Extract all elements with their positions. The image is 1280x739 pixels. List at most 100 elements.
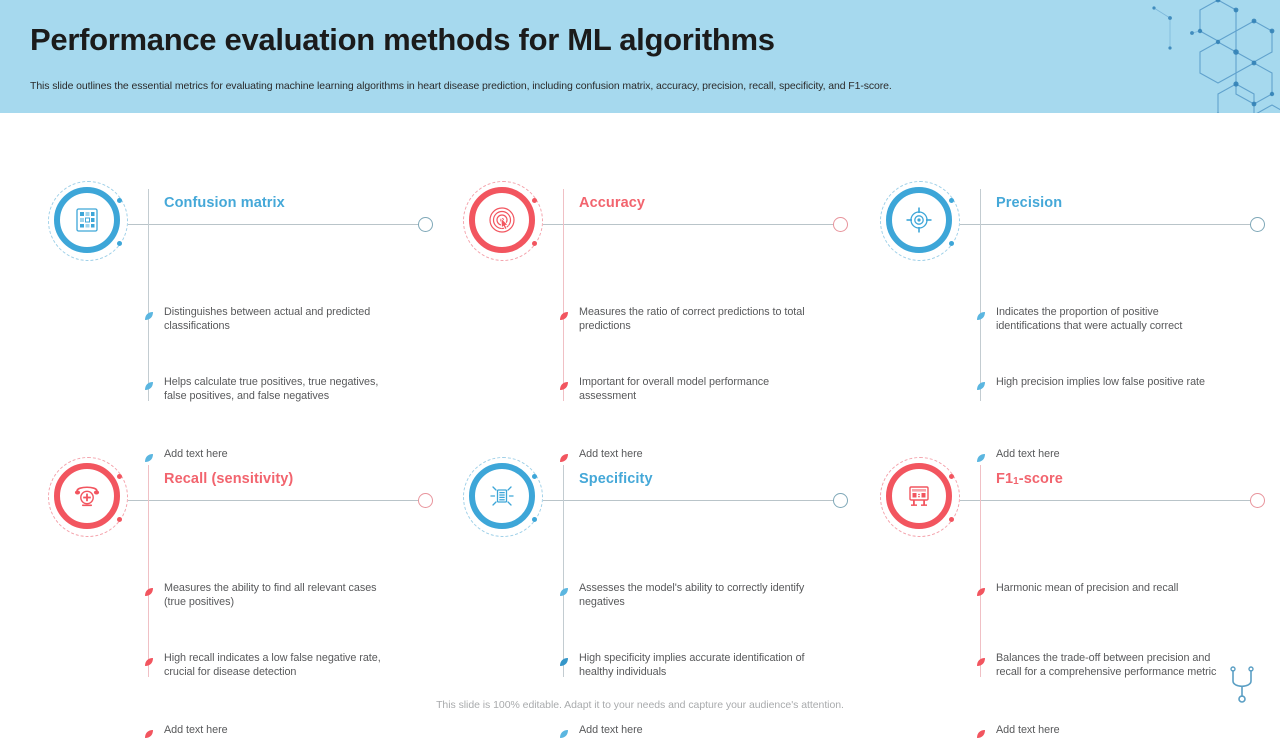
bullet-marker	[976, 311, 986, 321]
page-subtitle: This slide outlines the essential metric…	[30, 80, 892, 92]
timeline-line	[563, 465, 564, 677]
bullet-marker	[559, 729, 569, 739]
hexagon-lattice-icon	[1140, 0, 1280, 113]
timeline-line	[980, 465, 981, 677]
bullet-text: Balances the trade-off between precision…	[996, 651, 1226, 679]
head-rule	[543, 500, 835, 501]
bullet-marker	[559, 587, 569, 597]
metric-card-confusion-matrix[interactable]: Confusion matrix Distinguishes between a…	[48, 181, 438, 411]
accent-dot	[117, 517, 122, 522]
bullet-marker	[559, 311, 569, 321]
timeline-line	[148, 189, 149, 401]
card-head: F11-score	[992, 471, 1270, 505]
slide-header: Performance evaluation methods for ML al…	[0, 0, 1280, 113]
bullet-marker	[976, 657, 986, 667]
card-title: Confusion matrix	[164, 195, 285, 211]
icon-ring	[54, 463, 120, 529]
bullet-text-placeholder[interactable]: Add text here	[164, 723, 394, 737]
icon-ring	[886, 187, 952, 253]
head-rule	[960, 224, 1252, 225]
card-title-main: Recall	[164, 471, 207, 487]
card-title-suffix: (sensitivity)	[211, 471, 293, 487]
metric-card-recall[interactable]: Recall (sensitivity) Measures the abilit…	[48, 457, 438, 687]
bullet-marker	[976, 381, 986, 391]
document-rays-icon	[488, 482, 516, 510]
bullet-marker	[144, 381, 154, 391]
matrix-grid-icon	[74, 207, 100, 233]
timeline-line	[980, 189, 981, 401]
end-circle-marker	[418, 493, 433, 508]
icon-ring	[469, 187, 535, 253]
bullet-text: Helps calculate true positives, true neg…	[164, 375, 394, 403]
accent-dot	[117, 474, 122, 479]
medallion	[48, 181, 130, 263]
accent-dot	[117, 241, 122, 246]
medallion	[463, 457, 545, 539]
bullet-marker	[976, 729, 986, 739]
card-head: Specificity	[575, 471, 853, 505]
bullet-text: Harmonic mean of precision and recall	[996, 581, 1226, 595]
metric-card-specificity[interactable]: Specificity Assesses the model's ability…	[463, 457, 853, 687]
accent-dot	[949, 517, 954, 522]
metric-card-precision[interactable]: Precision Indicates the proportion of po…	[880, 181, 1270, 411]
accent-dot	[532, 198, 537, 203]
accent-dot	[949, 198, 954, 203]
editable-note: This slide is 100% editable. Adapt it to…	[0, 699, 1280, 711]
icon-ring	[469, 463, 535, 529]
bullet-text: Measures the ability to find all relevan…	[164, 581, 394, 609]
accent-dot	[949, 241, 954, 246]
bullet-text: Assesses the model's ability to correctl…	[579, 581, 809, 609]
bullet-text: High specificity implies accurate identi…	[579, 651, 809, 679]
head-rule	[960, 500, 1252, 501]
card-head: Confusion matrix	[160, 195, 438, 229]
bullet-marker	[144, 587, 154, 597]
medallion	[463, 181, 545, 263]
medallion	[880, 457, 962, 539]
end-circle-marker	[1250, 493, 1265, 508]
bullet-text: Distinguishes between actual and predict…	[164, 305, 394, 333]
card-title-subscript: 1	[1013, 476, 1019, 487]
icon-ring	[54, 187, 120, 253]
card-title: Accuracy	[579, 195, 645, 211]
accent-dot	[532, 474, 537, 479]
card-title-main: F1	[996, 471, 1013, 487]
bullet-text: Measures the ratio of correct prediction…	[579, 305, 809, 333]
card-head: Recall (sensitivity)	[160, 471, 438, 505]
metric-card-accuracy[interactable]: Accuracy Measures the ratio of correct p…	[463, 181, 853, 411]
page-title: Performance evaluation methods for ML al…	[30, 22, 775, 58]
medallion	[880, 181, 962, 263]
card-title: Recall (sensitivity)	[164, 471, 293, 487]
card-title: F11-score	[996, 471, 1063, 487]
head-rule	[128, 224, 420, 225]
bullet-marker	[144, 311, 154, 321]
slide-root: { "header": { "title": "Performance eval…	[0, 0, 1280, 720]
timeline-line	[563, 189, 564, 401]
accent-dot	[949, 474, 954, 479]
card-title: Precision	[996, 195, 1062, 211]
accent-dot	[532, 241, 537, 246]
bullet-marker	[144, 729, 154, 739]
end-circle-marker	[1250, 217, 1265, 232]
head-rule	[128, 500, 420, 501]
bullet-marker	[976, 587, 986, 597]
end-circle-marker	[418, 217, 433, 232]
end-circle-marker	[833, 217, 848, 232]
end-circle-marker	[833, 493, 848, 508]
emergency-phone-icon	[73, 482, 101, 510]
bullet-text: Indicates the proportion of positive ide…	[996, 305, 1226, 333]
bullet-text-placeholder[interactable]: Add text here	[996, 723, 1226, 737]
metric-card-f1-score[interactable]: F11-score Harmonic mean of precision and…	[880, 457, 1270, 687]
card-head: Accuracy	[575, 195, 853, 229]
scoreboard-icon	[905, 482, 933, 510]
bullet-marker	[559, 381, 569, 391]
card-title: Specificity	[579, 471, 653, 487]
head-rule	[543, 224, 835, 225]
crosshair-target-icon	[905, 206, 933, 234]
accent-dot	[532, 517, 537, 522]
bullet-marker	[144, 657, 154, 667]
bullet-text: High precision implies low false positiv…	[996, 375, 1226, 389]
card-title-suffix: -score	[1019, 471, 1063, 487]
stethoscope-icon	[1222, 664, 1262, 708]
bullet-text-placeholder[interactable]: Add text here	[579, 723, 809, 737]
icon-ring	[886, 463, 952, 529]
